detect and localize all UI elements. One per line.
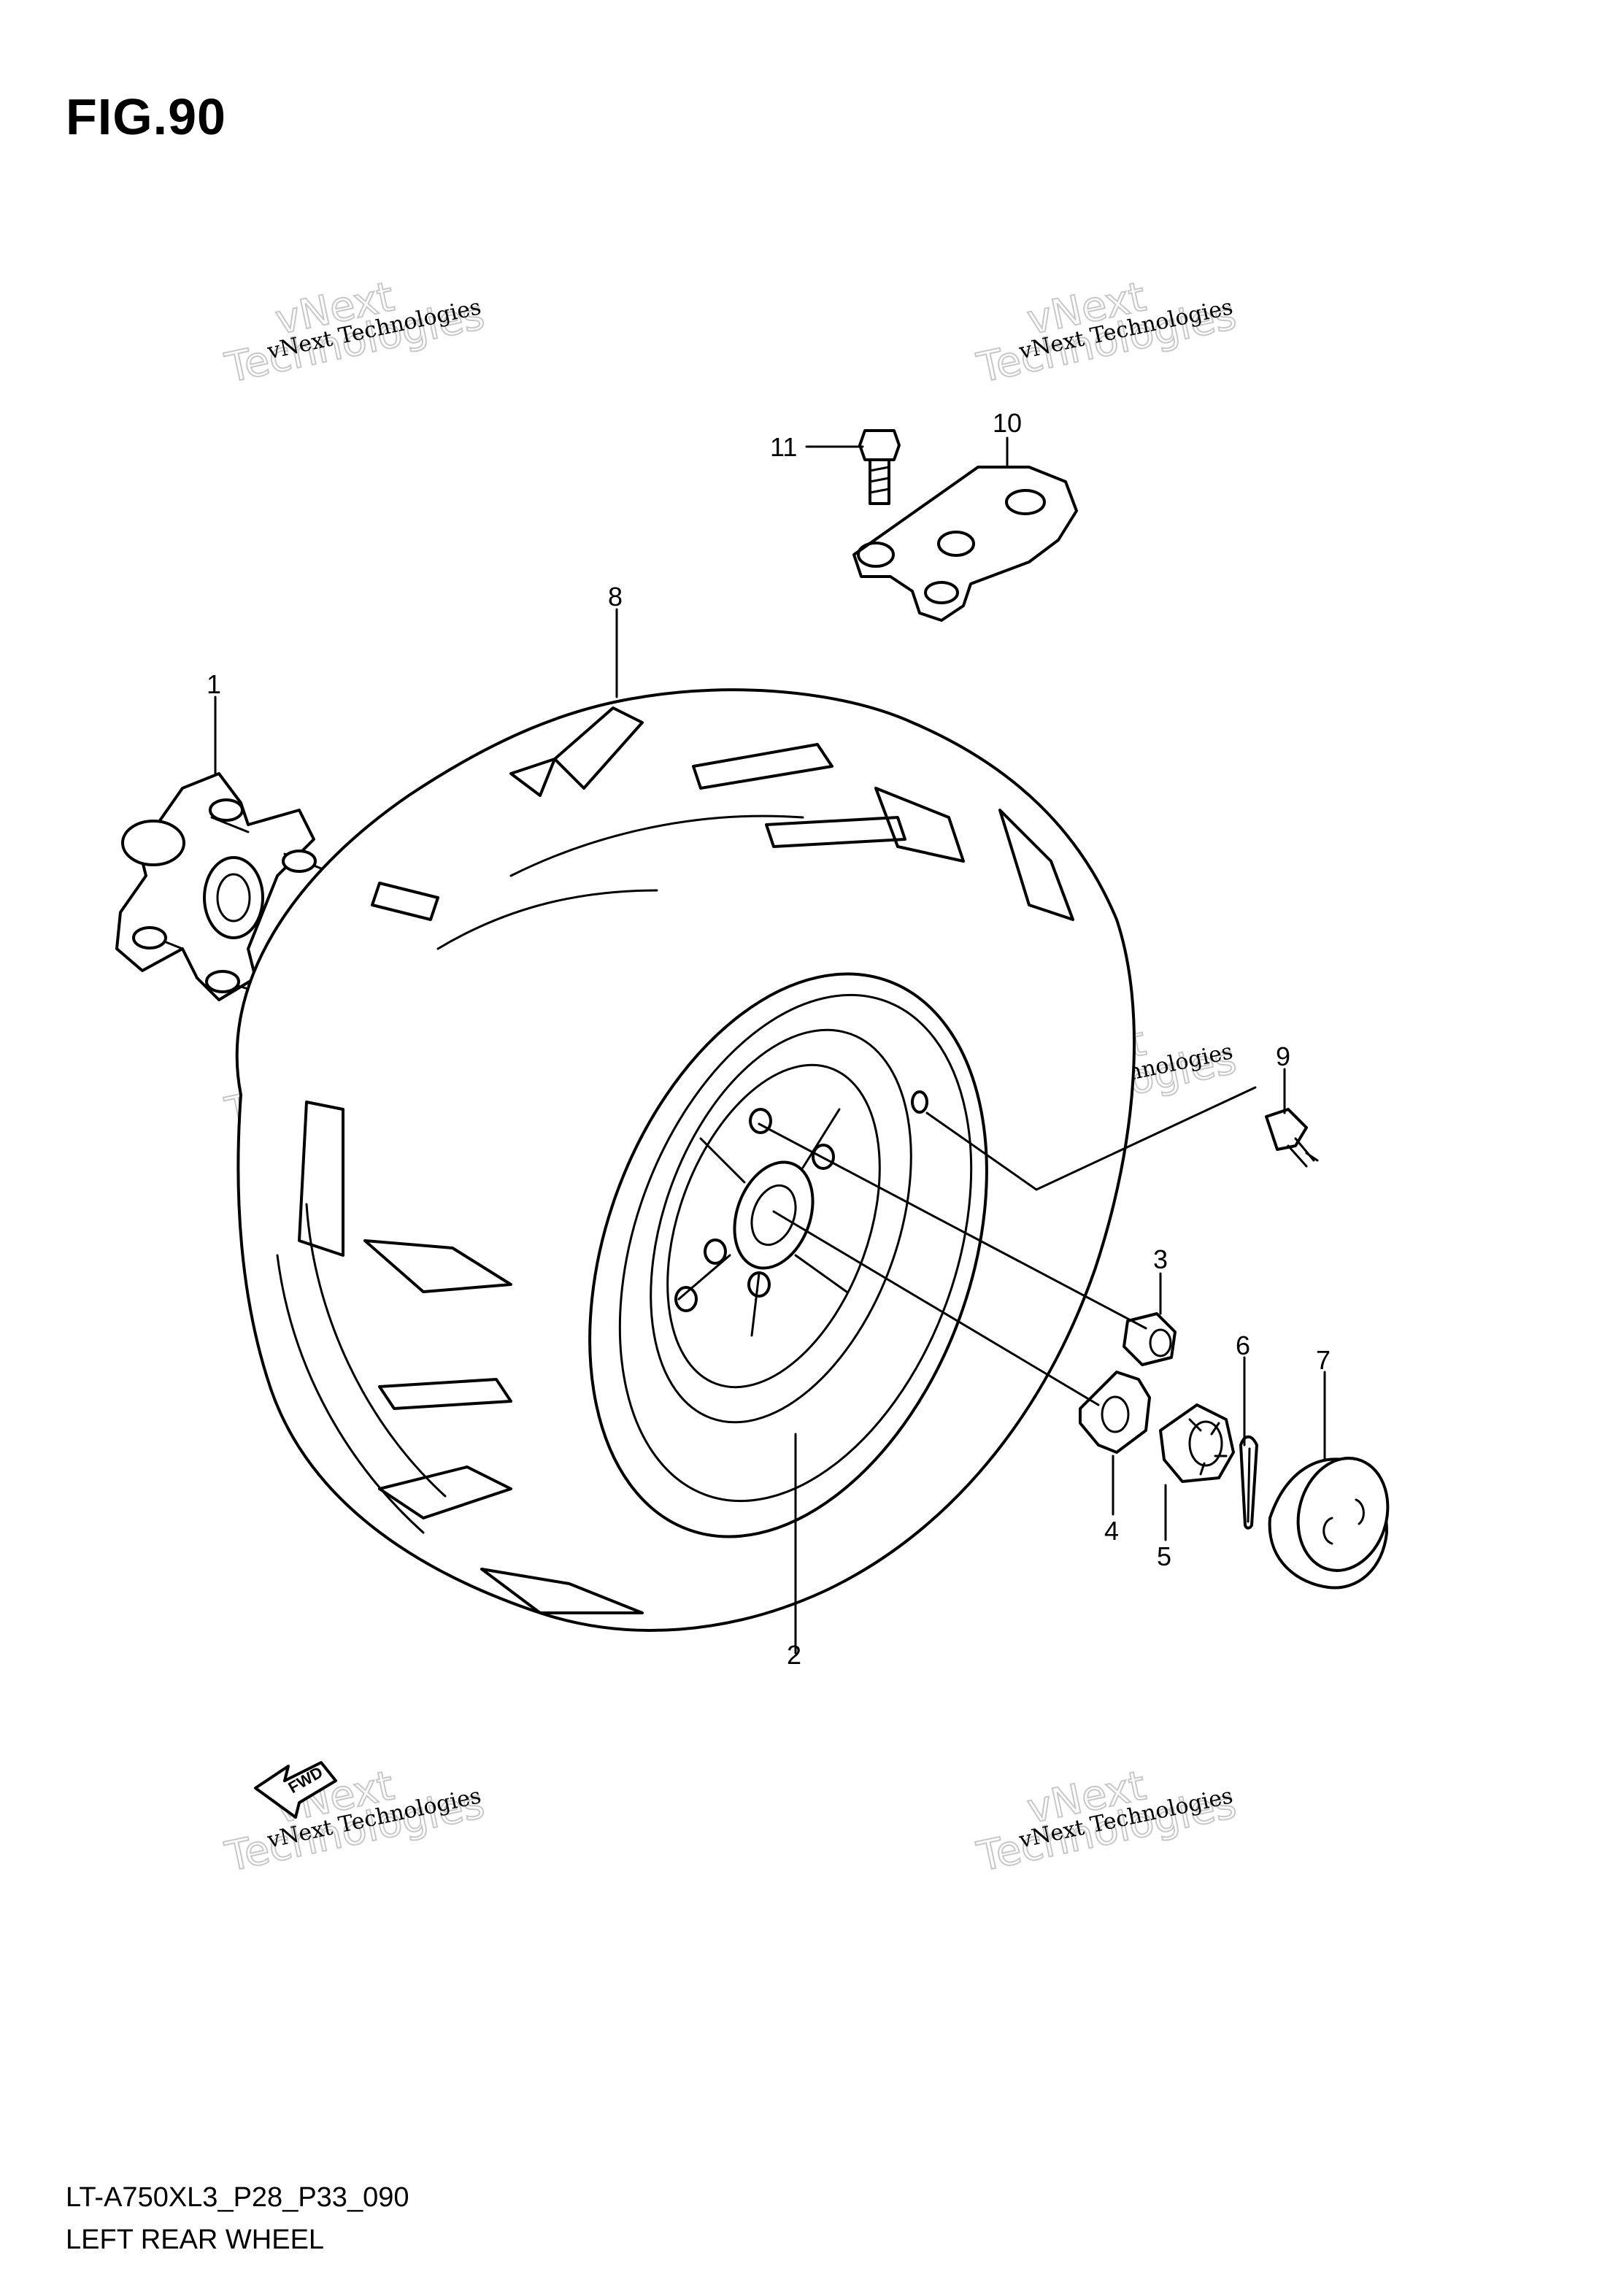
wheel-hub-part <box>115 772 323 1001</box>
watermark-bottom-right: vNext Technologies vNext Technologies <box>972 1761 1241 1881</box>
castle-nut-part <box>1159 1403 1235 1483</box>
callout-2: 2 <box>787 1640 801 1670</box>
callout-7: 7 <box>1316 1345 1331 1375</box>
tire-and-wheel <box>235 688 1136 1632</box>
callout-9: 9 <box>1276 1041 1290 1071</box>
bracket-part <box>852 466 1078 622</box>
watermark-top-left: vNext Technologies vNext Technologies <box>220 272 489 393</box>
callout-11: 11 <box>770 432 797 462</box>
callout-labels: 1 2 3 4 5 6 7 8 9 10 11 <box>207 408 1331 1670</box>
bolt-part <box>858 429 901 505</box>
valve-part <box>1265 1108 1319 1168</box>
nut-part <box>1123 1312 1177 1366</box>
figure-code: LT-A750XL3_P28_P33_090 <box>66 2182 409 2213</box>
watermark-bottom-left: vNext Technologies vNext Technologies <box>220 1761 489 1881</box>
callout-1: 1 <box>207 669 221 699</box>
callout-3: 3 <box>1153 1244 1168 1274</box>
washer-part <box>1079 1371 1151 1454</box>
watermark-top-right: vNext Technologies vNext Technologies <box>972 272 1241 393</box>
cotter-pin-part <box>1239 1435 1258 1530</box>
figure-title: FIG.90 <box>66 88 226 145</box>
callout-5: 5 <box>1157 1541 1171 1571</box>
callout-4: 4 <box>1104 1516 1119 1546</box>
callout-6: 6 <box>1236 1330 1250 1360</box>
leader-lines <box>214 436 1326 1654</box>
callout-10: 10 <box>993 408 1022 438</box>
hub-cap-part <box>1268 1457 1390 1590</box>
figure-name: LEFT REAR WHEEL <box>66 2224 325 2255</box>
callout-8: 8 <box>608 582 623 612</box>
